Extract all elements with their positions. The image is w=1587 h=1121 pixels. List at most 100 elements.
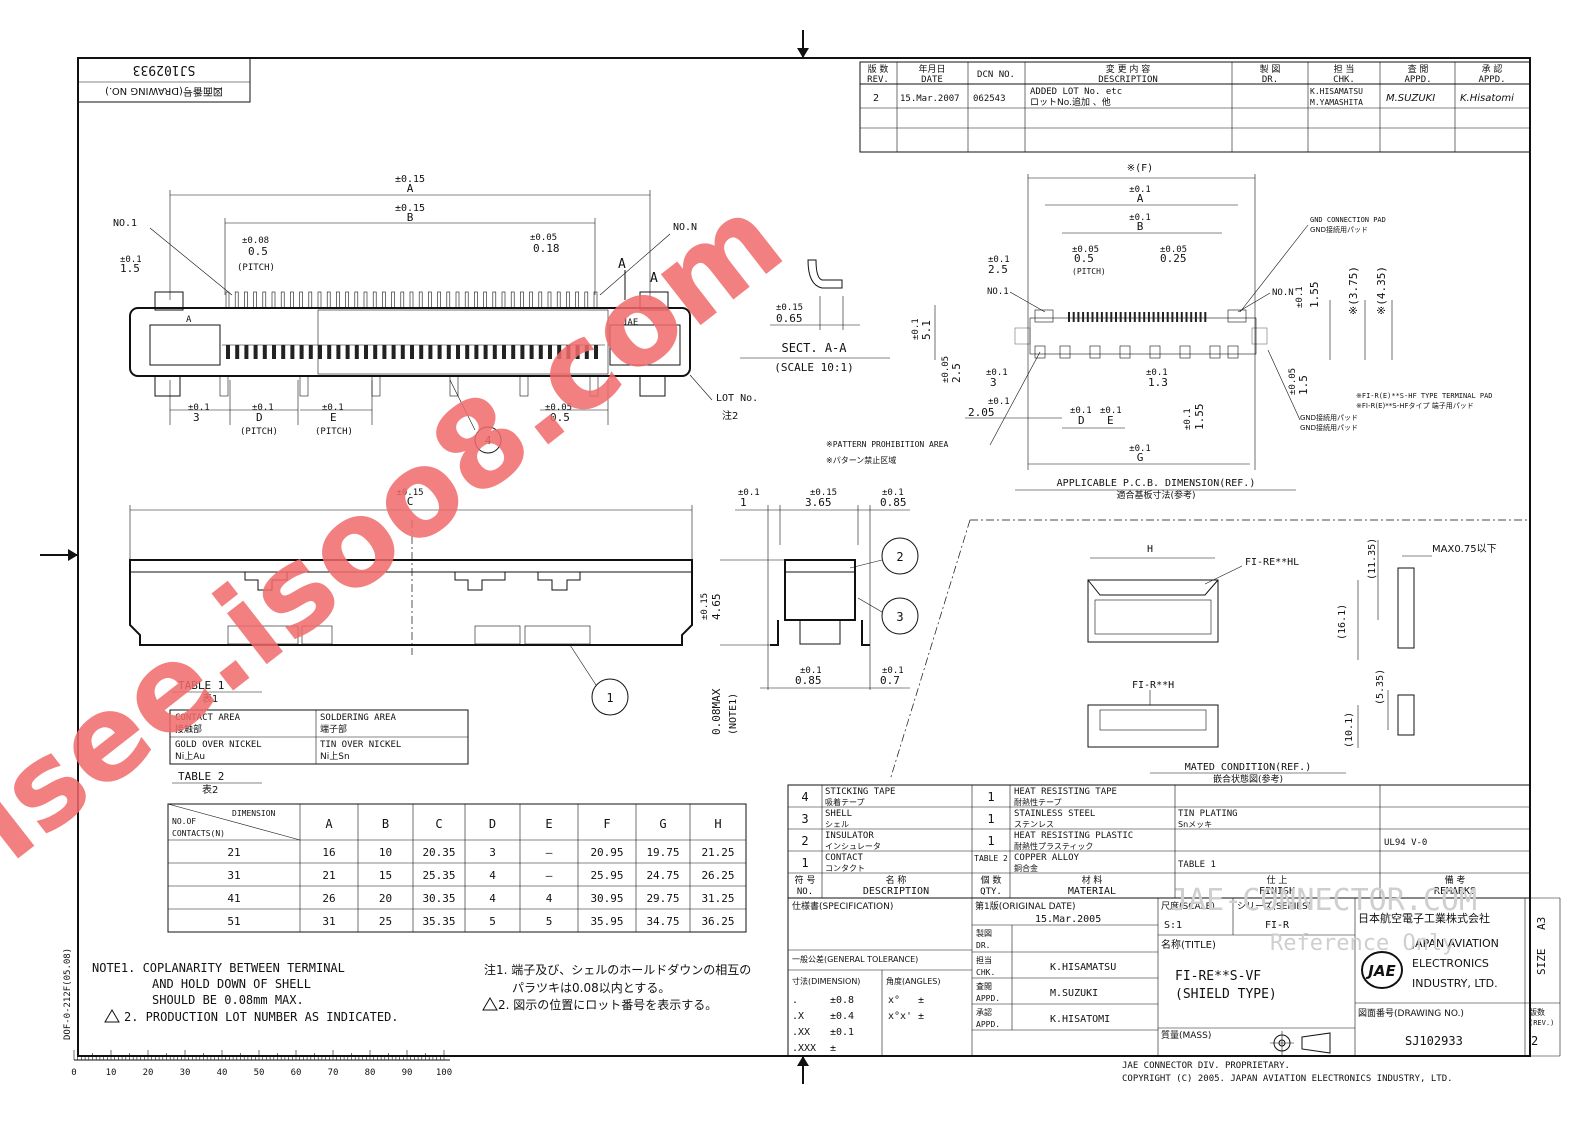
solder-tail <box>336 345 341 359</box>
svg-text:±0.1: ±0.1 <box>1100 406 1122 416</box>
svg-text:承認: 承認 <box>976 1007 992 1017</box>
front-view: ±0.15 C 1 <box>129 488 693 716</box>
projection-symbol <box>1270 1031 1331 1055</box>
contact-pin <box>271 291 276 309</box>
svg-text:CONTACTS(N): CONTACTS(N) <box>172 829 225 838</box>
svg-text:SHOULD BE 0.08mm MAX.: SHOULD BE 0.08mm MAX. <box>152 993 304 1007</box>
svg-text:※パターン禁止区域: ※パターン禁止区域 <box>826 455 896 465</box>
pcb-pad <box>1194 312 1197 322</box>
svg-text:M.SUZUKI: M.SUZUKI <box>1386 93 1435 104</box>
svg-text:0.85: 0.85 <box>880 496 907 509</box>
svg-text:GND接続用パッド: GND接続用パッド <box>1310 225 1368 234</box>
svg-text:G: G <box>1137 451 1144 464</box>
svg-text:±0.05: ±0.05 <box>530 233 557 243</box>
bom-name: STICKING TAPE <box>825 787 895 797</box>
contact-pin <box>446 291 451 309</box>
table2-cell: 25.95 <box>590 869 623 882</box>
bom-name-jp: 吸着テープ <box>825 797 865 807</box>
svg-text:APPLICABLE P.C.B. DIMENSION(RE: APPLICABLE P.C.B. DIMENSION(REF.) <box>1057 478 1256 489</box>
svg-text:1.5: 1.5 <box>120 262 140 275</box>
svg-text:端子部: 端子部 <box>320 723 347 735</box>
svg-text:備 考: 備 考 <box>1445 874 1466 886</box>
svg-text:MATED CONDITION(REF.): MATED CONDITION(REF.) <box>1185 762 1311 773</box>
table2-cell: 35.95 <box>590 915 623 928</box>
solder-tail <box>474 345 479 359</box>
svg-text:±0.1: ±0.1 <box>738 488 760 498</box>
pcb-pad <box>1124 312 1127 322</box>
svg-text:※(F): ※(F) <box>1127 163 1153 174</box>
contact-pin <box>510 291 515 309</box>
scale-tick-label: 50 <box>254 1068 265 1078</box>
solder-tail <box>290 345 295 359</box>
pcb-pad <box>1096 312 1099 322</box>
drawing-no-label-rotated: 図面番号(DRAWING NO.) <box>105 85 223 97</box>
svg-text:角度(ANGLES): 角度(ANGLES) <box>886 976 941 986</box>
svg-text:APPD.: APPD. <box>1404 75 1431 85</box>
svg-text:M.YAMASHITA: M.YAMASHITA <box>1310 98 1363 107</box>
svg-text:3.65: 3.65 <box>805 496 832 509</box>
contact-pin <box>299 291 303 309</box>
solder-tail <box>566 345 571 359</box>
pcb-pad <box>1105 312 1108 322</box>
pcb-pad <box>1086 312 1089 322</box>
svg-text:±0.8: ±0.8 <box>830 995 854 1006</box>
table2-cell: 4 <box>546 892 553 905</box>
svg-text:(PITCH): (PITCH) <box>240 427 278 437</box>
contact-pin <box>455 291 460 309</box>
contact-pin <box>336 291 340 309</box>
pcb-pad <box>1100 312 1103 322</box>
svg-text:REV.: REV. <box>867 75 889 85</box>
bom-material-jp: 耐熱性テープ <box>1014 797 1062 807</box>
svg-text:図面番号(DRAWING NO.): 図面番号(DRAWING NO.) <box>1358 1007 1464 1019</box>
table2-cell: 31 <box>322 915 335 928</box>
scale-tick-label: 60 <box>291 1068 302 1078</box>
pcb-pad <box>1072 312 1075 322</box>
svg-text:NO.N: NO.N <box>673 222 697 233</box>
svg-text:表1: 表1 <box>202 692 218 705</box>
svg-text:表2: 表2 <box>202 783 218 796</box>
svg-text:DR.: DR. <box>1262 75 1278 85</box>
table2-cell: 5 <box>489 915 496 928</box>
svg-text:0.18: 0.18 <box>533 242 560 255</box>
svg-text:REMARKS: REMARKS <box>1434 886 1476 897</box>
bom-material: HEAT RESISTING PLASTIC <box>1014 831 1133 841</box>
svg-text:A3: A3 <box>1535 917 1548 930</box>
solder-tail <box>483 345 488 359</box>
solder-tail <box>410 345 414 359</box>
svg-text:JAE: JAE <box>622 318 638 328</box>
pcb-pad <box>1133 312 1136 322</box>
svg-text:MAX0.75以下: MAX0.75以下 <box>1432 544 1497 555</box>
contact-pin <box>326 291 331 309</box>
svg-text:JAE-CONNECTOR.COM: JAE-CONNECTOR.COM <box>1170 883 1477 918</box>
section-a-a: ±0.15 0.65 SECT. A-A (SCALE 10:1) <box>740 259 890 374</box>
svg-text:名称(TITLE): 名称(TITLE) <box>1161 938 1216 951</box>
svg-text:±0.1: ±0.1 <box>1129 213 1151 223</box>
svg-text:JAE CONNECTOR DIV. PROPRIETARY: JAE CONNECTOR DIV. PROPRIETARY. <box>1122 1061 1290 1071</box>
solder-tail <box>456 345 460 359</box>
table2-cell: 30.35 <box>422 892 455 905</box>
svg-text:A: A <box>407 182 414 195</box>
svg-text:NO.1: NO.1 <box>113 218 137 229</box>
bom-name-jp: インシュレータ <box>825 842 881 851</box>
svg-text:仕様書(SPECIFICATION): 仕様書(SPECIFICATION) <box>792 900 893 912</box>
svg-text:Reference Only: Reference Only <box>1270 931 1455 956</box>
solder-tail <box>235 345 240 359</box>
title-block: 仕様書(SPECIFICATION) 第1版(ORIGINAL DATE) 15… <box>787 897 1561 1057</box>
bom-finish: TABLE 1 <box>1178 860 1216 870</box>
contact-pin <box>437 291 441 309</box>
svg-text:±0.1: ±0.1 <box>988 255 1010 265</box>
table2-col-header: B <box>382 817 389 831</box>
gnd-pad <box>1034 309 1054 323</box>
solder-tail <box>520 345 525 359</box>
svg-text:DIMENSION: DIMENSION <box>232 809 276 818</box>
pcb-dimension: ※(F) ±0.1 A ±0.1 B GND CONNECTION PAD GN… <box>826 163 1493 501</box>
svg-text:D: D <box>256 411 263 424</box>
bom-finish-jp: Snメッキ <box>1178 820 1212 829</box>
svg-text:NO.N: NO.N <box>1272 288 1294 298</box>
svg-text:QTY.: QTY. <box>980 887 1002 897</box>
scale-tick-label: 90 <box>402 1068 413 1078</box>
table2-cell: 3 <box>489 846 496 859</box>
svg-text:±0.1: ±0.1 <box>882 488 904 498</box>
svg-text:SIZE: SIZE <box>1535 949 1548 976</box>
svg-text:APPD.: APPD. <box>976 1020 1000 1029</box>
